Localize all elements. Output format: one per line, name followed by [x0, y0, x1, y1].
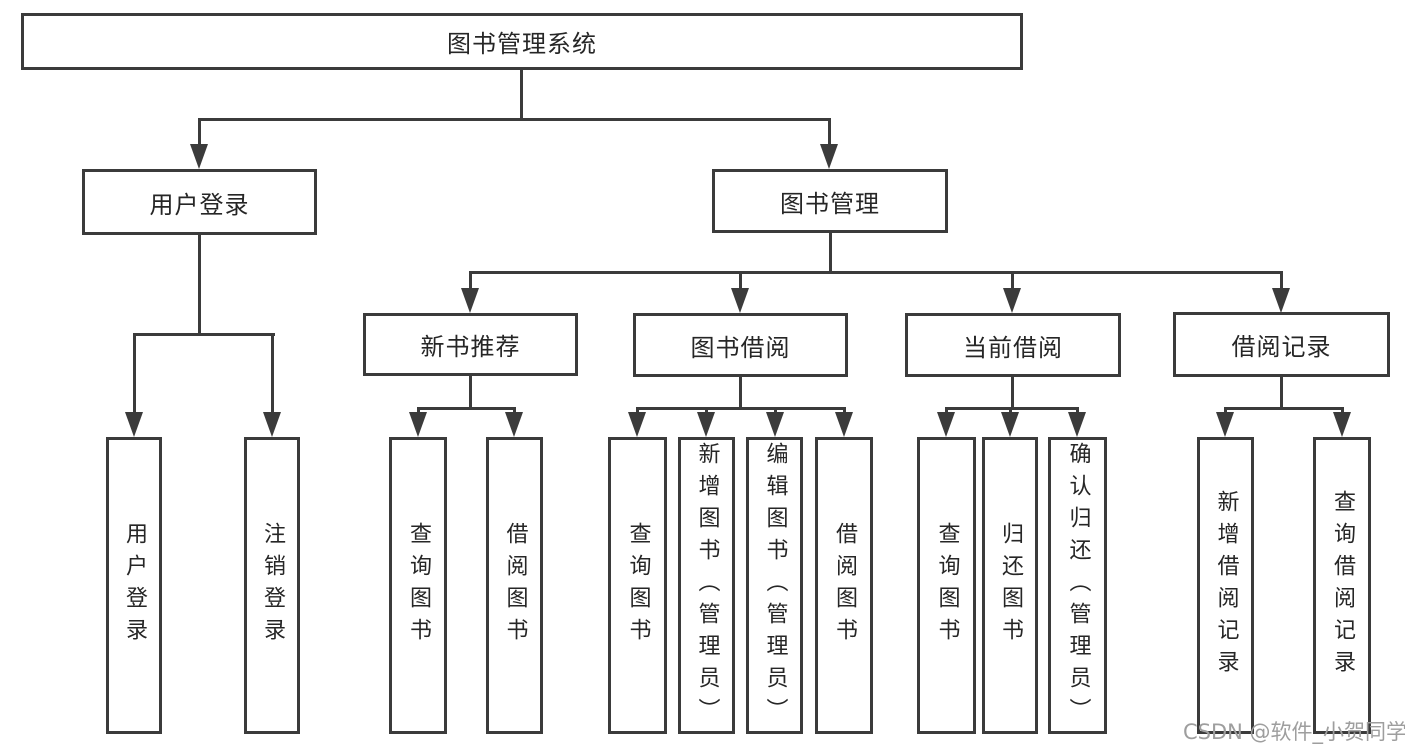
connector-line — [828, 118, 831, 146]
node-new-book-recommendation: 新书推荐 — [363, 313, 578, 376]
node-label: 查询借阅记录 — [1330, 489, 1355, 682]
node-label: 查询图书 — [406, 521, 431, 650]
leaf-query-books: 查询图书 — [917, 437, 976, 734]
arrow-down-icon — [1216, 412, 1234, 437]
connector-line — [271, 333, 274, 414]
arrow-down-icon — [409, 412, 427, 437]
node-label: 图书借阅 — [690, 333, 791, 362]
connector-line — [469, 271, 472, 290]
connector-line — [520, 70, 523, 120]
leaf-query-borrow-record: 查询借阅记录 — [1313, 437, 1371, 734]
arrow-down-icon — [937, 412, 955, 437]
arrow-down-icon — [628, 412, 646, 437]
node-label: 用户登录 — [122, 521, 147, 650]
connector-line — [705, 407, 708, 415]
connector-line — [1224, 407, 1343, 410]
arrow-down-icon — [505, 412, 523, 437]
connector-line — [1011, 271, 1014, 290]
connector-line — [198, 235, 201, 335]
connector-line — [417, 407, 420, 415]
node-label: 新增图书（管理员） — [694, 441, 720, 730]
leaf-edit-books-admin: 编辑图书（管理员） — [746, 437, 803, 734]
arrow-down-icon — [1333, 412, 1351, 437]
connector-line — [1341, 407, 1344, 415]
connector-line — [417, 407, 516, 410]
connector-line — [1009, 407, 1012, 415]
node-label: 借阅图书 — [502, 521, 528, 650]
connector-line — [739, 271, 742, 290]
node-label: 借阅记录 — [1231, 333, 1332, 361]
connector-line — [843, 407, 846, 415]
node-book-borrowing: 图书借阅 — [633, 313, 848, 377]
leaf-confirm-return-admin: 确认归还（管理员） — [1048, 437, 1107, 734]
connector-line — [469, 376, 472, 409]
arrow-down-icon — [1003, 288, 1021, 313]
node-library-management-system: 图书管理系统 — [21, 13, 1023, 70]
arrow-down-icon — [461, 288, 479, 313]
node-label: 编辑图书（管理员） — [762, 441, 788, 730]
connector-line — [636, 407, 639, 415]
arrow-down-icon — [1272, 288, 1290, 313]
node-label: 注销登录 — [260, 521, 285, 650]
connector-line — [1280, 271, 1283, 290]
leaf-query-books: 查询图书 — [608, 437, 667, 734]
connector-line — [513, 407, 516, 415]
node-current-borrowing: 当前借阅 — [905, 313, 1121, 377]
leaf-borrow-books: 借阅图书 — [486, 437, 543, 734]
connector-line — [1076, 407, 1079, 415]
leaf-return-books: 归还图书 — [982, 437, 1038, 734]
connector-line — [133, 333, 136, 414]
connector-line — [945, 407, 948, 415]
node-label: 新增借阅记录 — [1213, 489, 1239, 682]
leaf-add-books-admin: 新增图书（管理员） — [678, 437, 735, 734]
connector-line — [1224, 407, 1227, 415]
arrow-down-icon — [125, 412, 143, 437]
connector-line — [133, 333, 275, 336]
arrow-down-icon — [835, 412, 853, 437]
connector-line — [739, 377, 742, 409]
csdn-watermark: CSDN @软件_小贺同学 — [1183, 720, 1405, 744]
arrow-down-icon — [190, 144, 208, 169]
arrow-down-icon — [1068, 412, 1086, 437]
connector-line — [774, 407, 777, 415]
leaf-borrow-books: 借阅图书 — [815, 437, 873, 734]
node-label: 当前借阅 — [963, 333, 1063, 362]
node-borrowing-records: 借阅记录 — [1173, 312, 1390, 377]
leaf-logout: 注销登录 — [244, 437, 300, 734]
connector-line — [198, 118, 201, 146]
node-book-management: 图书管理 — [712, 169, 948, 233]
connector-line — [1011, 377, 1014, 409]
node-label: 确认归还（管理员） — [1065, 441, 1091, 730]
node-label: 用户登录 — [149, 190, 250, 219]
connector-line — [1280, 377, 1283, 409]
leaf-query-books: 查询图书 — [389, 437, 447, 734]
arrow-down-icon — [731, 288, 749, 313]
node-label: 借阅图书 — [832, 521, 857, 650]
node-label: 新书推荐 — [420, 333, 521, 361]
leaf-user-login: 用户登录 — [106, 437, 162, 734]
connector-line — [469, 271, 1283, 274]
arrow-down-icon — [820, 144, 838, 169]
connector-line — [198, 118, 831, 121]
arrow-down-icon — [697, 412, 715, 437]
arrow-down-icon — [766, 412, 784, 437]
node-label: 归还图书 — [998, 521, 1023, 650]
connector-line — [829, 233, 832, 273]
node-user-login: 用户登录 — [82, 169, 317, 235]
node-label: 图书管理 — [780, 189, 880, 218]
node-label: 查询图书 — [625, 521, 651, 650]
node-label: 查询图书 — [934, 521, 960, 650]
node-label: 图书管理系统 — [447, 30, 597, 58]
arrow-down-icon — [263, 412, 281, 437]
arrow-down-icon — [1001, 412, 1019, 437]
connector-line — [636, 407, 845, 410]
leaf-add-borrow-record: 新增借阅记录 — [1197, 437, 1254, 734]
